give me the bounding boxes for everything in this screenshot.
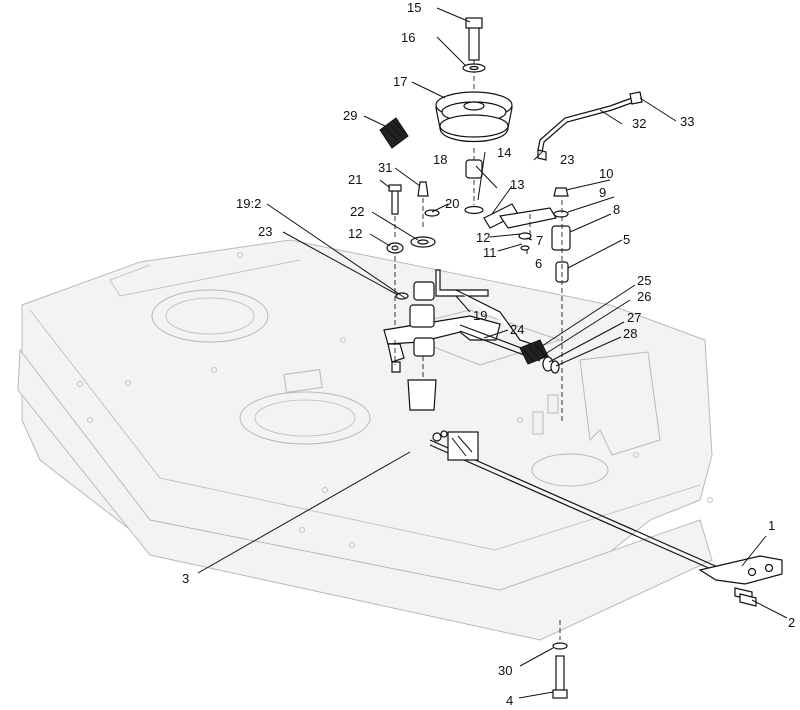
callout-27: 27 xyxy=(627,310,641,325)
callout-31: 31 xyxy=(378,160,392,175)
callout-5: 5 xyxy=(623,232,630,247)
callout-32: 32 xyxy=(632,116,646,131)
callout-1: 1 xyxy=(768,518,775,533)
part-rod-3 xyxy=(429,430,721,574)
callout-19: 19 xyxy=(473,308,487,323)
callout-33: 33 xyxy=(680,114,694,129)
callout-10: 10 xyxy=(599,166,613,181)
callout-26: 26 xyxy=(637,289,651,304)
left-fastener-stack xyxy=(386,181,440,340)
callout-7: 7 xyxy=(536,233,543,248)
callout-13: 13 xyxy=(510,177,524,192)
callout-11: 11 xyxy=(483,245,497,260)
callout-18: 18 xyxy=(433,152,447,167)
callout-23-left: 23 xyxy=(258,224,272,239)
callout-4: 4 xyxy=(506,693,513,708)
callout-20: 20 xyxy=(445,196,459,211)
part-end-bracket-1 xyxy=(698,555,783,607)
callout-22: 22 xyxy=(350,204,364,219)
idler-arm-19 xyxy=(383,269,541,411)
mower-deck-outline xyxy=(17,239,713,641)
callout-3: 3 xyxy=(182,571,189,586)
callout-29: 29 xyxy=(343,108,357,123)
callout-15: 15 xyxy=(407,0,421,15)
tension-spring-adjuster xyxy=(519,339,560,374)
callout-labels: 15 16 17 29 14 18 31 21 13 20 19:2 22 23… xyxy=(182,0,795,708)
assembly-axis-lines xyxy=(394,340,561,640)
part-29 xyxy=(379,117,409,149)
callout-8: 8 xyxy=(613,202,620,217)
callout-30: 30 xyxy=(498,663,512,678)
callout-21: 21 xyxy=(348,172,362,187)
callout-12-left: 12 xyxy=(348,226,362,241)
callout-24: 24 xyxy=(510,322,524,337)
callout-6: 6 xyxy=(535,256,542,271)
adjust-handle-32 xyxy=(537,91,643,161)
tensioner-13-14 xyxy=(483,203,557,251)
callout-2: 2 xyxy=(788,615,795,630)
leader-lines xyxy=(197,7,788,699)
bolt-4-washer-30 xyxy=(552,642,568,699)
callout-9: 9 xyxy=(599,185,606,200)
callout-12-right: 12 xyxy=(476,230,490,245)
callout-19-2: 19:2 xyxy=(236,196,261,211)
callout-17: 17 xyxy=(393,74,407,89)
idler-pulley-assembly xyxy=(435,17,513,215)
callout-14: 14 xyxy=(497,145,511,160)
right-bushing-stack xyxy=(551,187,571,422)
callout-28: 28 xyxy=(623,326,637,341)
callout-25: 25 xyxy=(637,273,651,288)
callout-16: 16 xyxy=(401,30,415,45)
callout-23-right: 23 xyxy=(560,152,574,167)
